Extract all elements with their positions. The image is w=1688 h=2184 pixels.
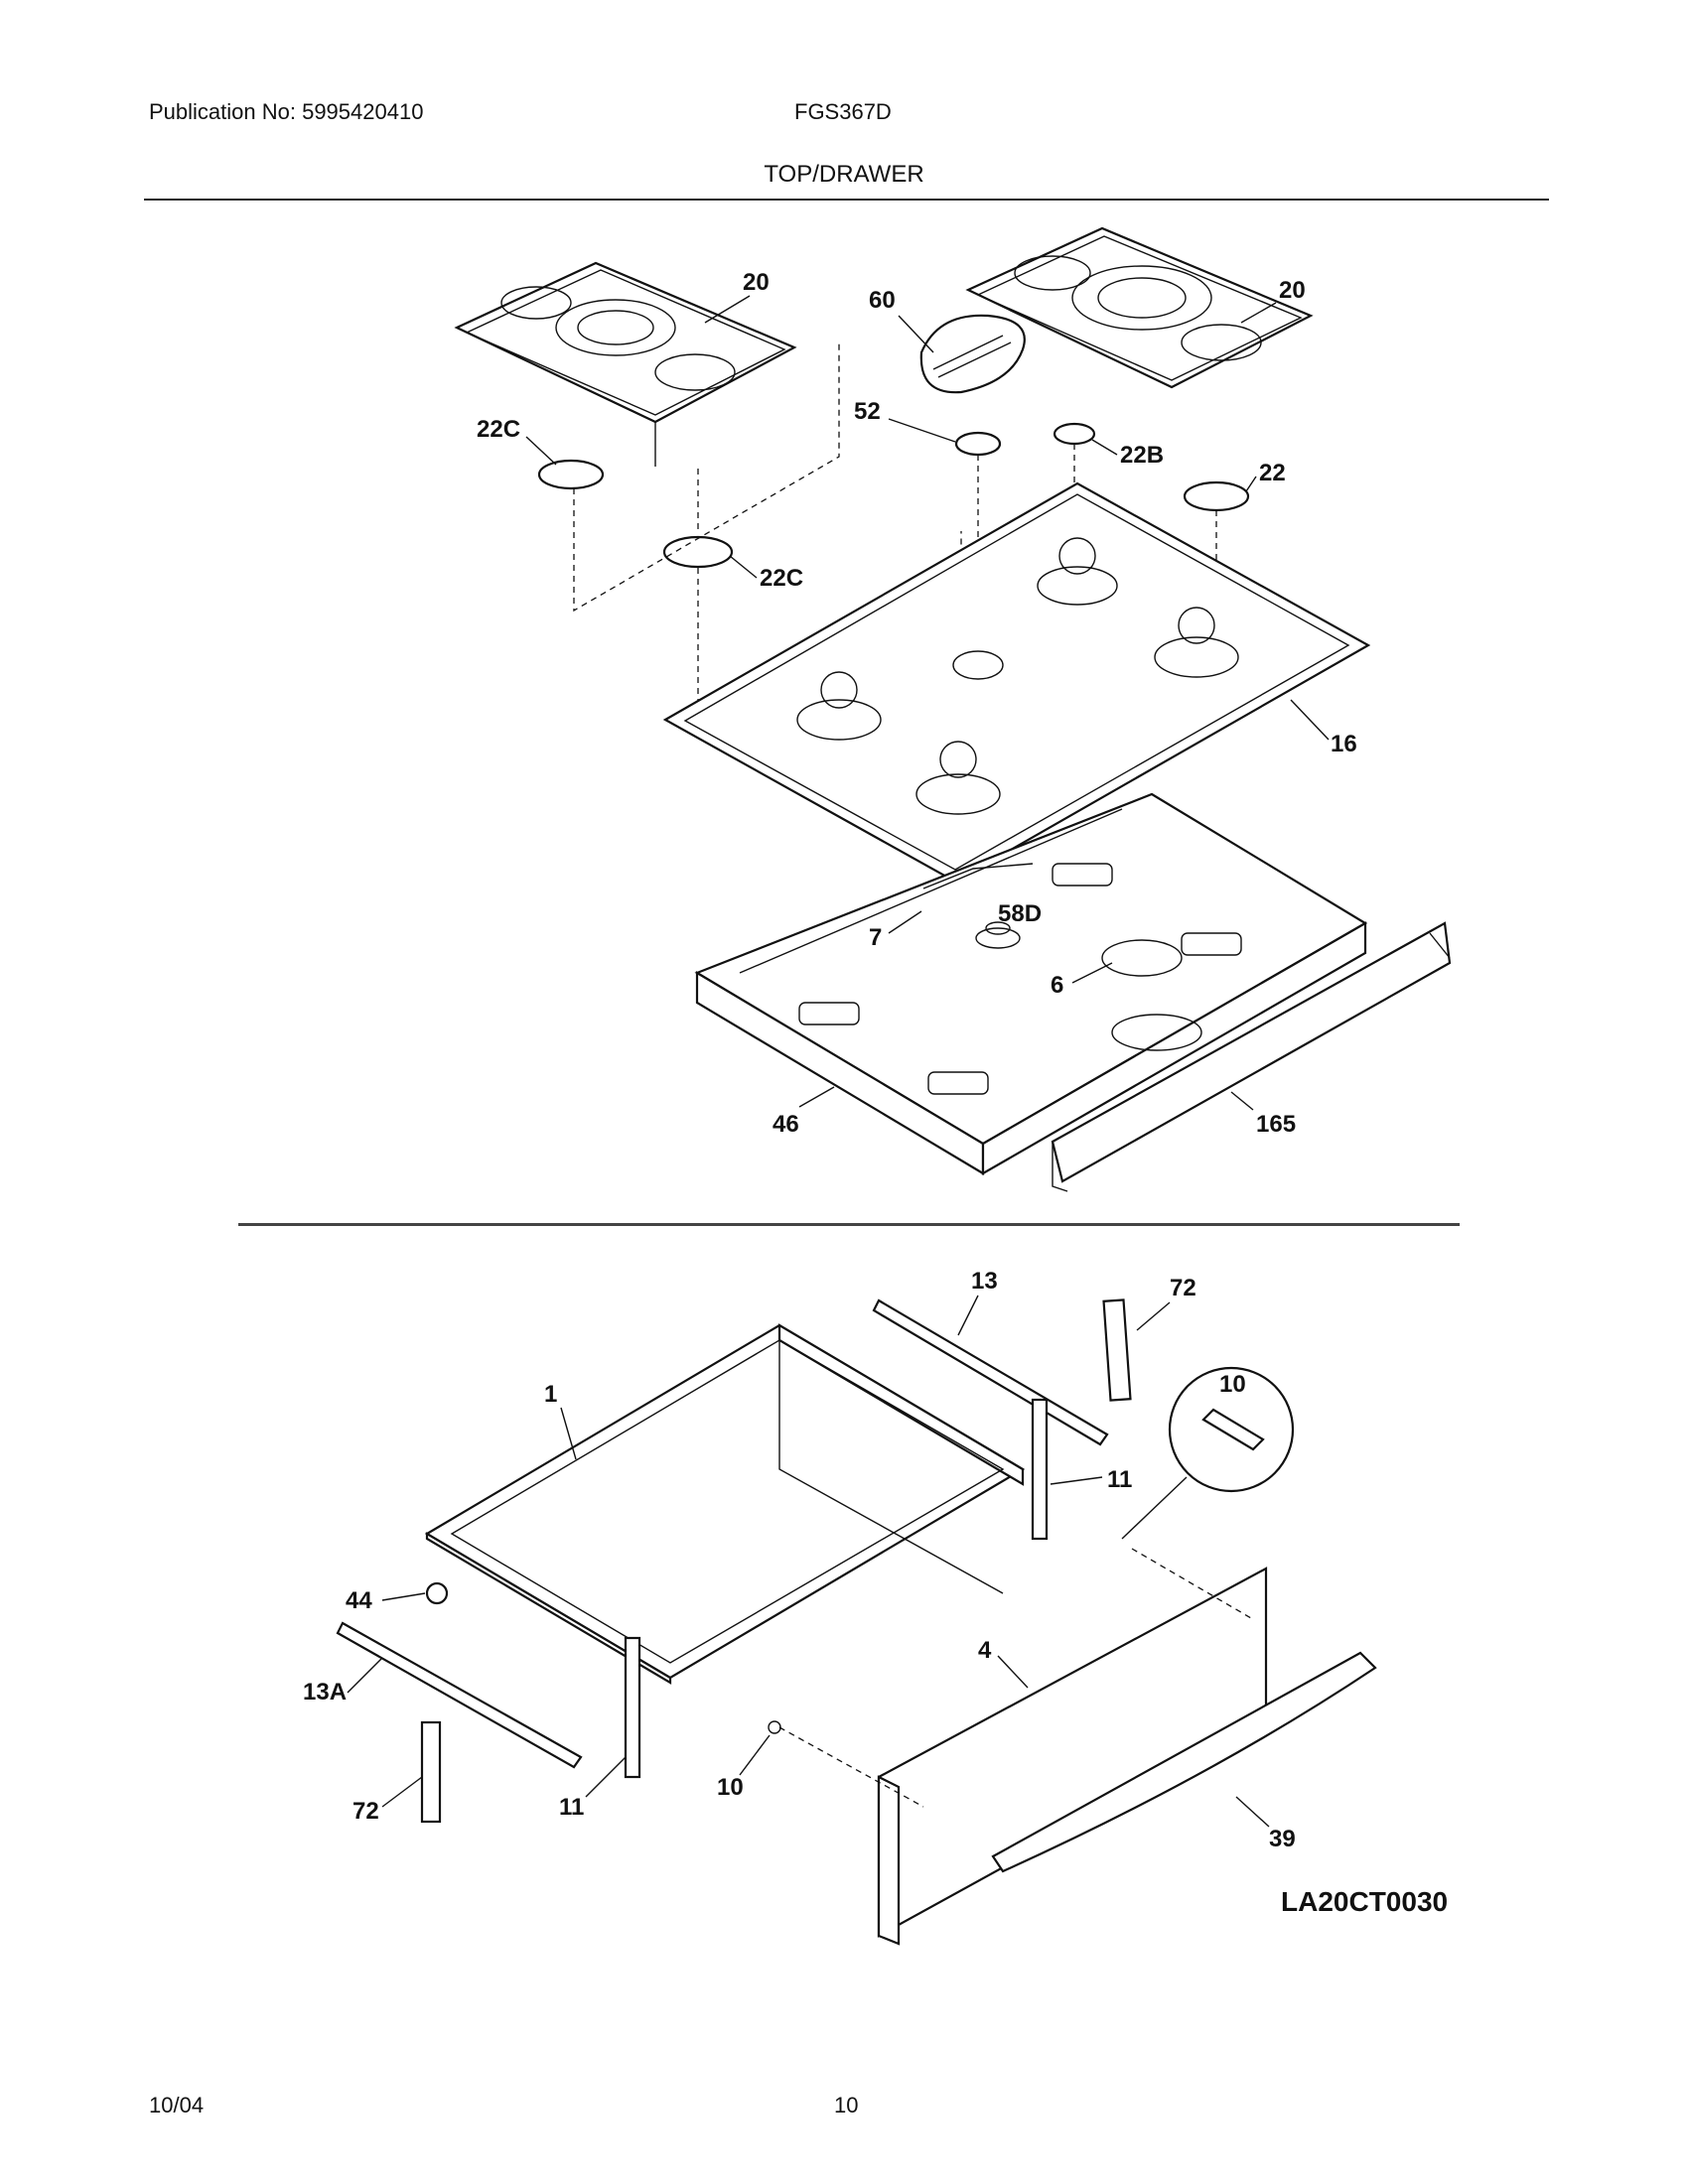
drawer-body <box>424 1323 1026 1685</box>
burner-cap-22 <box>1183 480 1250 512</box>
callout-46: 46 <box>773 1111 799 1138</box>
top-callouts: 20 22C 22C 60 52 20 22B 22 16 7 58D 6 46… <box>477 269 1357 1138</box>
diagram-reference-code: LA20CT0030 <box>1281 1886 1448 1917</box>
section-divider <box>238 1223 1460 1226</box>
callout-44: 44 <box>346 1587 372 1614</box>
left-burner-grate <box>454 261 797 467</box>
page-number: 10 <box>834 2093 859 2117</box>
callout-60: 60 <box>869 287 896 314</box>
callout-4: 4 <box>978 1637 992 1664</box>
callout-22b: 22B <box>1120 442 1164 469</box>
burner-cap-22b <box>1053 422 1096 446</box>
drawer-front-panel <box>768 1548 1268 1946</box>
callout-20-right: 20 <box>1279 277 1306 304</box>
section-title: TOP/DRAWER <box>764 161 924 188</box>
callout-39: 39 <box>1269 1826 1296 1852</box>
publication-number: Publication No: 5995420410 <box>149 99 424 124</box>
callout-58d: 58D <box>998 900 1042 927</box>
callout-22c-lower: 22C <box>760 565 803 592</box>
burner-cap-52 <box>954 431 1002 457</box>
callout-10-magnified: 10 <box>1219 1371 1246 1398</box>
callout-13: 13 <box>971 1268 998 1295</box>
center-grate-cover <box>919 314 1026 394</box>
callout-10: 10 <box>717 1774 744 1801</box>
drawer-slide-11-right <box>1031 1398 1049 1541</box>
burner-cap-22c-lower <box>662 535 734 569</box>
drawer-handle-39 <box>991 1651 1377 1873</box>
callout-13a: 13A <box>303 1679 347 1706</box>
callout-22: 22 <box>1259 460 1286 486</box>
callout-7: 7 <box>869 924 882 951</box>
drawer-roller-44 <box>425 1581 449 1605</box>
callout-1: 1 <box>544 1381 557 1408</box>
callout-52: 52 <box>854 398 881 425</box>
publication-date: 10/04 <box>149 2093 205 2117</box>
callout-11-right: 11 <box>1107 1466 1132 1493</box>
cooktop <box>662 481 1371 884</box>
header-rule <box>144 199 1549 201</box>
drawer-rail-13a <box>336 1621 583 1769</box>
drawer-bracket-72-lower <box>420 1720 442 1824</box>
side-trim-bracket <box>1051 921 1452 1192</box>
burner-box <box>694 792 1368 1175</box>
right-burner-grate <box>965 226 1314 389</box>
bottom-callouts: 13 72 10 1 11 44 13A 72 11 10 4 39 <box>303 1268 1296 1852</box>
drawer-slide-11-left <box>624 1636 641 1779</box>
magnified-screw-10 <box>1121 1366 1295 1540</box>
callout-22c-upper: 22C <box>477 416 520 443</box>
callout-72-lower: 72 <box>352 1798 379 1825</box>
callout-72-upper: 72 <box>1170 1275 1196 1301</box>
burner-cap-22c-upper <box>537 459 605 490</box>
callout-6: 6 <box>1051 972 1063 999</box>
callout-11-left: 11 <box>559 1794 584 1821</box>
model-number: FGS367D <box>794 99 892 124</box>
drawer-rail-13 <box>872 1298 1109 1446</box>
drawer-bracket-72-upper <box>1102 1298 1132 1402</box>
callout-20-left: 20 <box>743 269 770 296</box>
callout-165: 165 <box>1256 1111 1296 1138</box>
callout-16: 16 <box>1331 731 1357 757</box>
